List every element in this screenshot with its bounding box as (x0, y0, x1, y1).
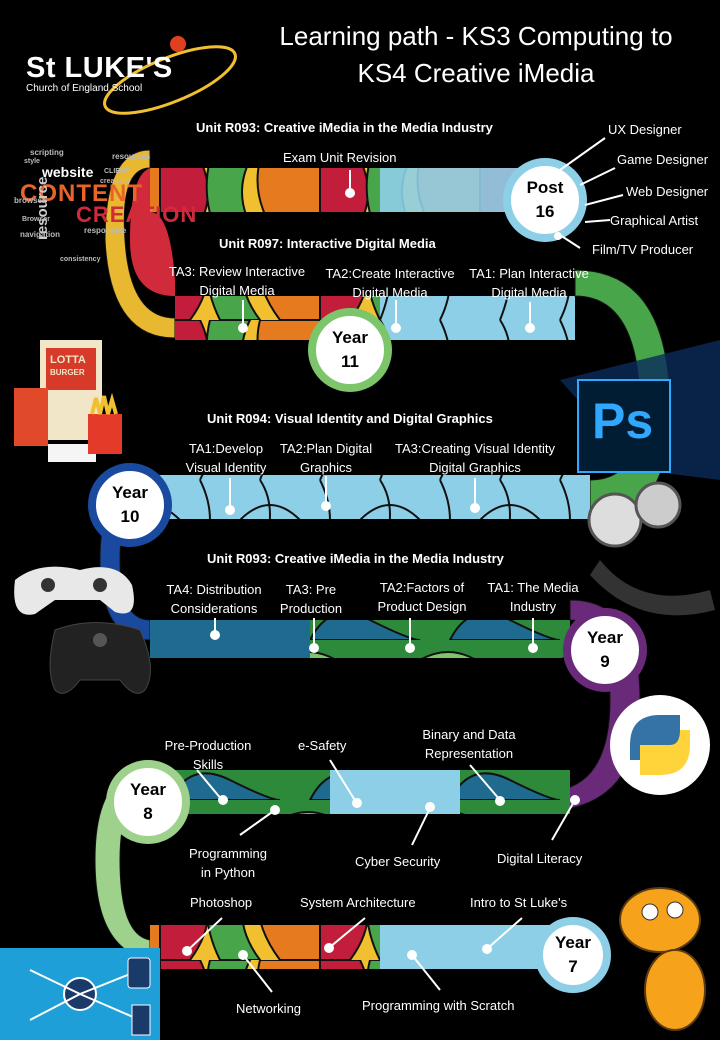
path-row-year10 (150, 475, 590, 519)
film-reel-icon (587, 481, 715, 616)
label-y8-esafety: e-Safety (298, 738, 347, 753)
burger-box-label-2: BURGER (50, 368, 85, 377)
badge-year11-circle (308, 308, 392, 392)
label-y7-intro: Intro to St Luke's (470, 895, 568, 910)
page-title: Learning path - KS3 Computing to KS4 Cre… (279, 21, 673, 88)
label-y8-cyber-security: Cyber Security (355, 854, 441, 869)
label-y7-system-architecture: System Architecture (300, 895, 416, 910)
scratch-cat-icon (619, 887, 706, 1031)
badge-post16-circle (503, 158, 587, 242)
photoshop-icon (560, 340, 720, 480)
label-y7-networking: Networking (236, 1001, 302, 1016)
badge-year10-circle (88, 463, 172, 547)
pointer-lines (182, 137, 624, 993)
label-y7-photoshop: Photoshop (190, 895, 253, 910)
career-ux-designer: UX Designer (608, 122, 682, 137)
badge-year7-circle (535, 917, 611, 993)
school-logo: St LUKE'S Church of England School (26, 52, 173, 94)
gamepad-icon (14, 566, 134, 615)
label-y8-digital-literacy: Digital Literacy (497, 851, 583, 866)
career-film-tv-producer: Film/TV Producer (592, 242, 694, 257)
unit-r093-heading: Unit R093: Creative iMedia in the Media … (207, 551, 504, 566)
label-y7-scratch: Programming with Scratch (362, 998, 515, 1013)
badge-year8-circle (106, 760, 190, 844)
burger-box-icon (14, 340, 122, 462)
unit-r097-heading: Unit R097: Interactive Digital Media (219, 236, 436, 251)
career-graphical-artist: Graphical Artist (610, 213, 699, 228)
logo-dot (170, 36, 186, 52)
gamepad-black-icon (49, 622, 151, 694)
unit-r094-heading: Unit R094: Visual Identity and Digital G… (207, 411, 493, 426)
burger-box-label: LOTTA (50, 354, 86, 366)
path-curve-left-1 (104, 149, 176, 339)
photoshop-label: Ps (592, 393, 654, 449)
logo-subtitle: Church of England School (26, 83, 143, 94)
logo-arc (103, 45, 237, 115)
unit-r093-heading-top: Unit R093: Creative iMedia in the Media … (196, 120, 493, 135)
career-game-designer: Game Designer (617, 152, 709, 167)
network-icon (0, 948, 160, 1040)
badge-year9-circle (563, 608, 647, 692)
career-web-designer: Web Designer (626, 184, 709, 199)
logo-name: St LUKE'S (26, 52, 173, 84)
python-icon (610, 695, 710, 795)
label-exam-unit-revision: Exam Unit Revision (283, 150, 397, 165)
